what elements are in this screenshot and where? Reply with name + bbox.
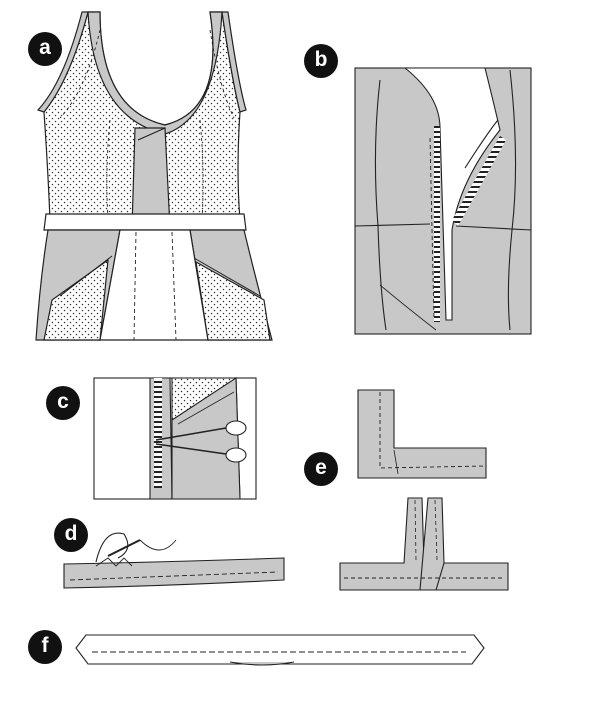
step-badge-c: c <box>46 386 80 420</box>
step-label: e <box>315 456 327 479</box>
step-badge-e: e <box>304 452 338 486</box>
step-label: f <box>41 634 49 657</box>
step-badge-b: b <box>304 44 338 78</box>
illustration-e-corners <box>339 389 509 591</box>
step-badge-d: d <box>54 518 88 552</box>
illustration-f-waistband <box>75 634 485 666</box>
step-label: c <box>57 390 69 413</box>
illustration-c-trim <box>93 377 257 500</box>
illustration-a-dress-front <box>35 11 273 341</box>
step-label: a <box>39 36 51 59</box>
step-badge-f: f <box>28 630 62 664</box>
step-badge-a: a <box>28 32 62 66</box>
illustration-d-handstitch <box>63 532 285 589</box>
step-label: d <box>64 522 78 545</box>
illustration-b-zipper <box>354 67 532 335</box>
step-label: b <box>314 48 328 71</box>
